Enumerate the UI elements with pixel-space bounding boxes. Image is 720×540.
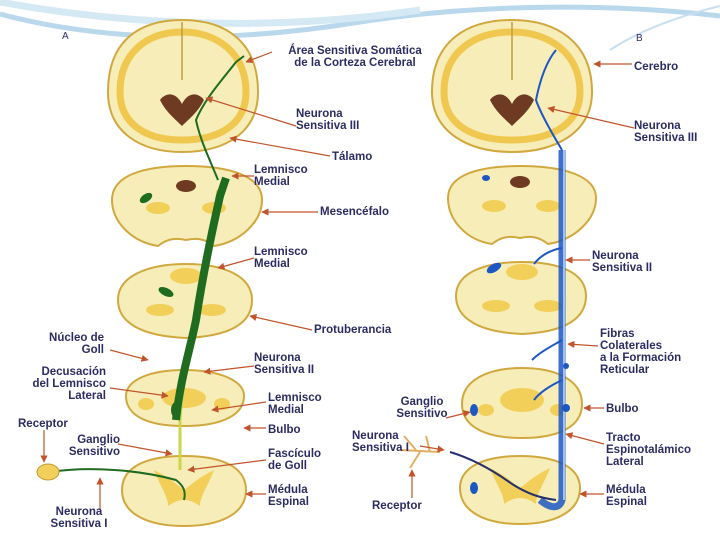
panel-b-label: B: [636, 33, 643, 44]
pons-section-a: [116, 262, 254, 340]
midbrain-section-a: [110, 164, 264, 248]
brain-section-b: [430, 18, 594, 154]
label-thalamus: Tálamo: [332, 151, 373, 163]
label-receptor-b: Receptor: [372, 500, 422, 512]
label-brain-b: Cerebro: [634, 61, 679, 73]
label-receptor-a: Receptor: [18, 418, 68, 430]
label-midbrain: Mesencéfalo: [320, 206, 390, 218]
label-bulb-b: Bulbo: [606, 403, 639, 415]
pathway-markers-a: [139, 192, 181, 418]
pathway-markers-b: [470, 175, 570, 494]
lemniscal-pathway-a: [49, 55, 245, 501]
panel-a-label: A: [62, 31, 69, 42]
column-a-structures: [106, 18, 264, 528]
header-decoration: [0, 0, 720, 51]
label-bulb-a: Bulbo: [268, 424, 301, 436]
label-arrows: [40, 51, 635, 510]
receptor-b: [399, 435, 441, 469]
spinothalamic-pathway-b: [449, 49, 566, 511]
receptor-a: [36, 463, 60, 481]
pons-section-b: [454, 260, 588, 336]
label-pons: Protuberancia: [314, 324, 392, 336]
brain-section-a: [106, 18, 260, 154]
column-b-structures: [430, 18, 598, 526]
midbrain-section-b: [446, 164, 598, 246]
